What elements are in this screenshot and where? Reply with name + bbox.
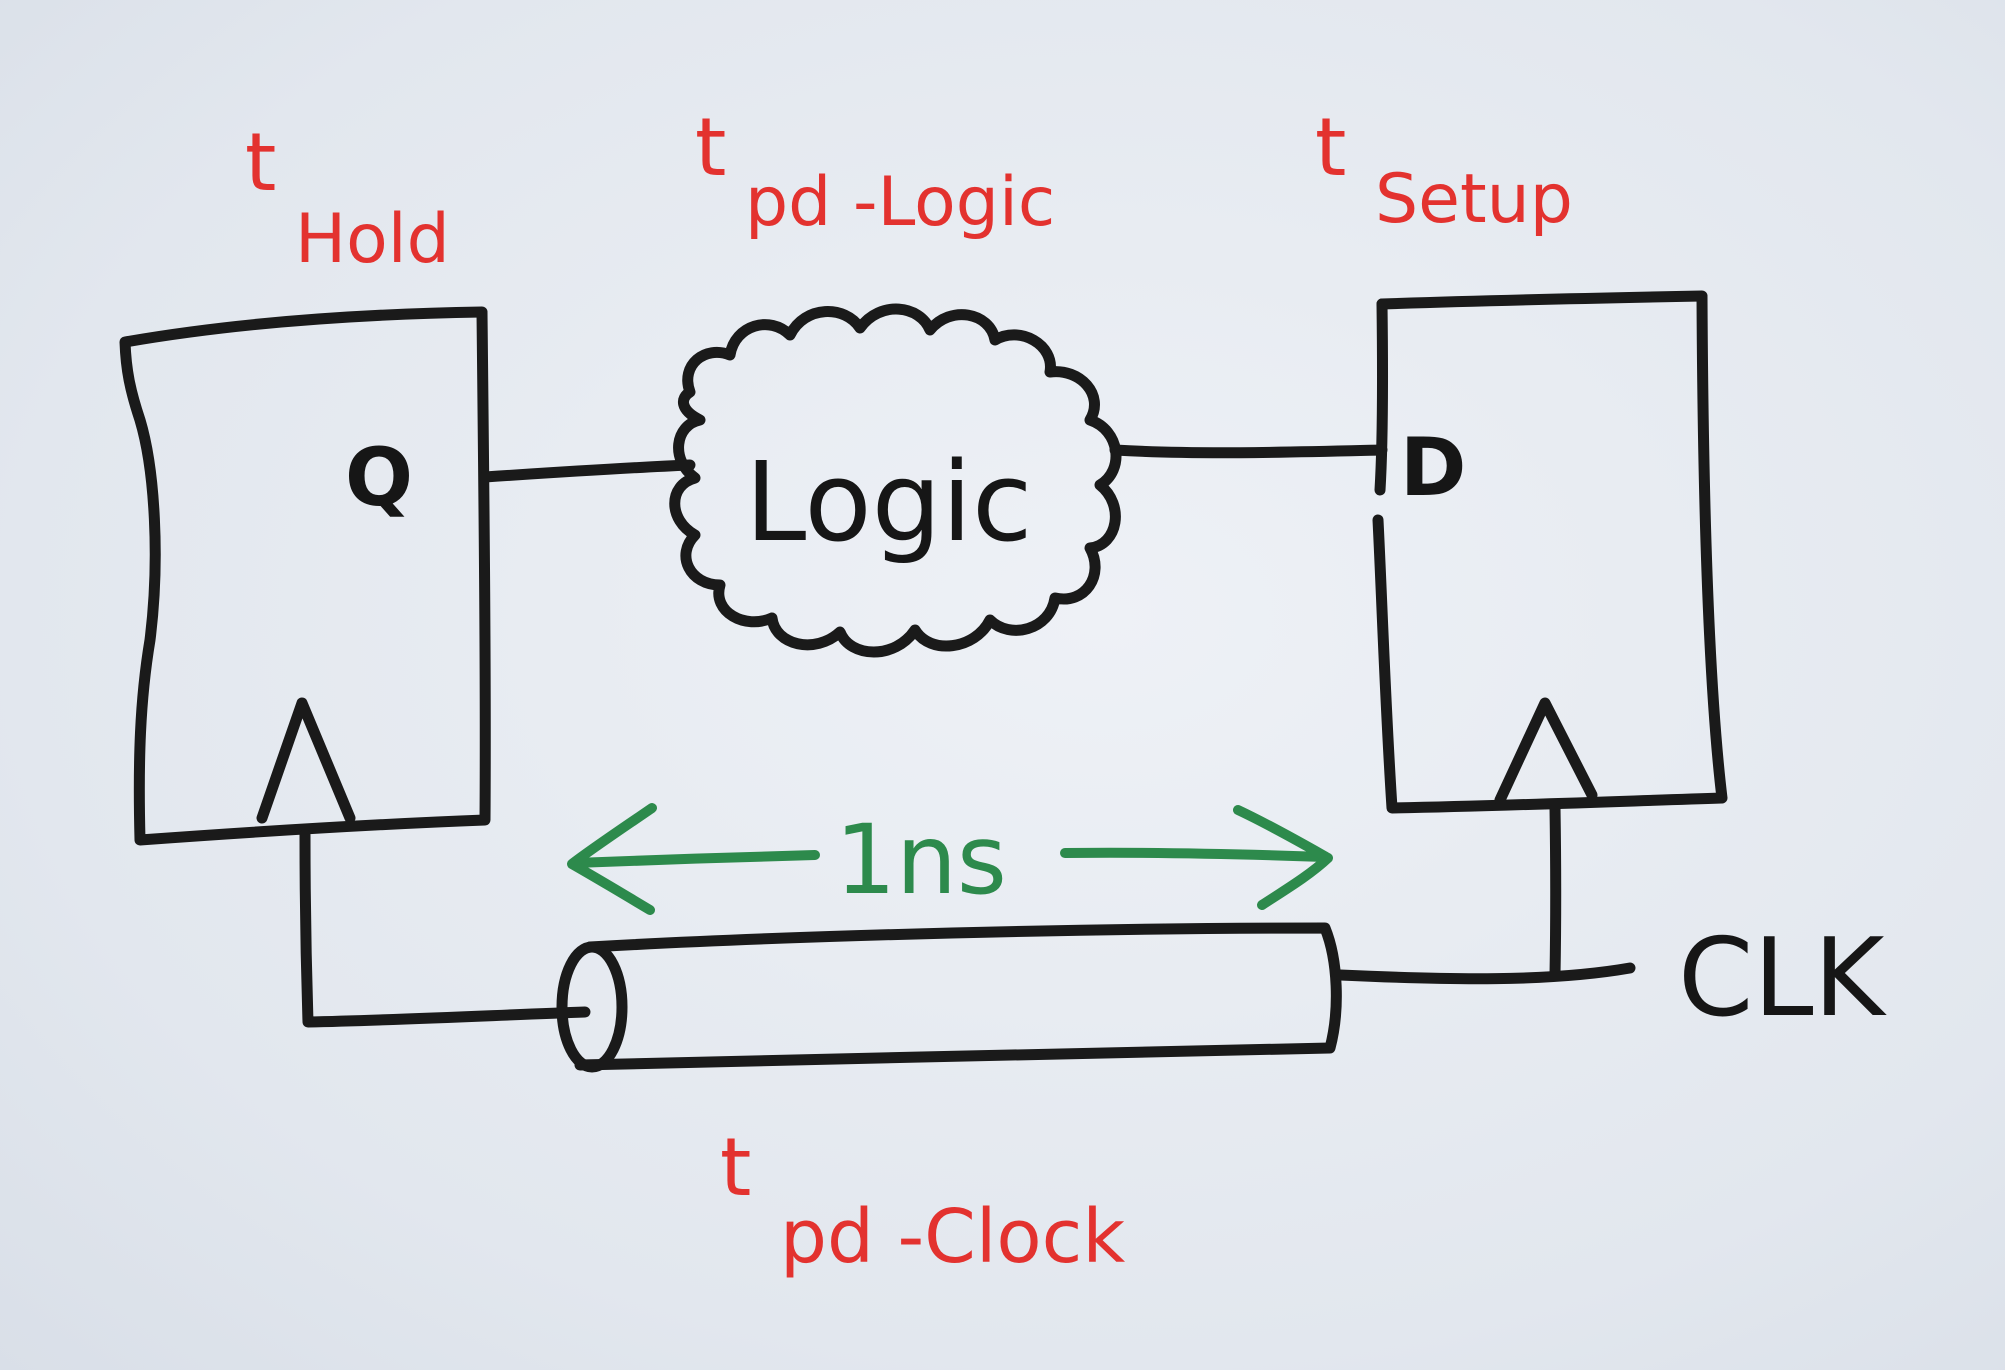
- q-pin-label: Q: [345, 431, 413, 524]
- clk-label: CLK: [1678, 916, 1888, 1041]
- dest-flip-flop-left-edge: [1374, 298, 1389, 496]
- dest-clock-triangle: [1494, 697, 1598, 806]
- delay-arrow-right-line: [1060, 847, 1330, 862]
- wire-q-to-logic: [479, 459, 696, 483]
- wire-cylinder-to-clk: [1334, 962, 1636, 985]
- t-setup-main: t: [1315, 101, 1346, 194]
- t-pd-clock-sub: pd -Clock: [780, 1194, 1125, 1280]
- t-setup-sub: Setup: [1375, 160, 1573, 239]
- dest-flip-flop: [1372, 290, 1728, 814]
- d-pin-label: D: [1400, 421, 1466, 514]
- wire-logic-to-d: [1109, 444, 1388, 459]
- t-hold-sub: Hold: [295, 200, 450, 279]
- delay-arrow-left-head: [567, 803, 657, 915]
- t-pd-clock-main: t: [720, 1121, 751, 1214]
- t-pd-logic-sub: pd -Logic: [745, 163, 1055, 242]
- wire-source-clock: [299, 829, 591, 1028]
- logic-cloud: [669, 303, 1122, 658]
- source-flip-flop: [119, 306, 491, 846]
- delay-arrow-left-line: [570, 850, 820, 868]
- delay-label: 1ns: [835, 804, 1007, 916]
- wire-dest-clock: [1549, 802, 1562, 981]
- source-clock-triangle: [256, 697, 356, 824]
- delay-arrow-right-head: [1233, 805, 1333, 910]
- delay-cylinder-end: [556, 941, 628, 1073]
- logic-block-label: Logic: [745, 438, 1033, 566]
- t-pd-logic-main: t: [695, 101, 726, 194]
- delay-cylinder-body: [574, 922, 1342, 1071]
- t-hold-main: t: [245, 116, 276, 209]
